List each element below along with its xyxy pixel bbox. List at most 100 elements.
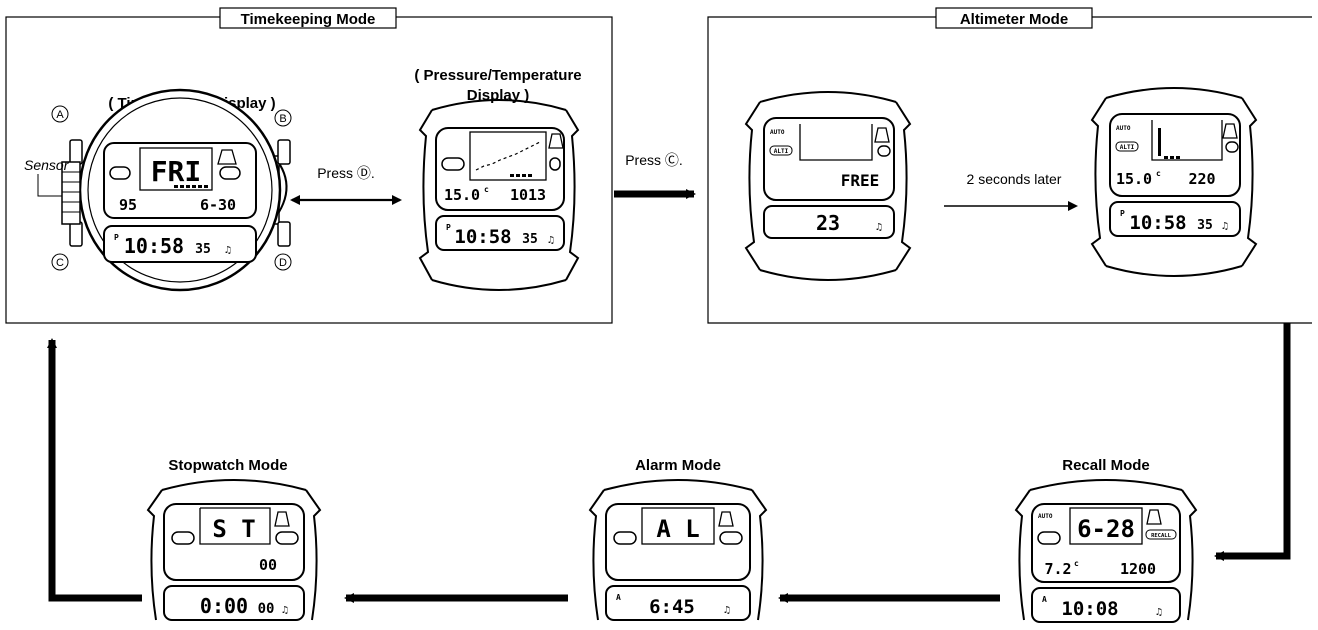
timekeeping-title-box	[219, 7, 397, 29]
year-readout: 95	[119, 196, 137, 214]
altimeter-title-box	[935, 7, 1093, 29]
alt1-graph-frame	[799, 124, 873, 161]
alt2-alti-indicator: ALTI	[1120, 144, 1135, 151]
altimeter-to-recall-arrow	[1214, 323, 1291, 561]
watch2-graph-dot-row	[510, 174, 532, 177]
sensor-label: Sensor	[24, 157, 70, 173]
alarm-right-pill	[719, 531, 743, 545]
sensor-grip	[61, 161, 81, 225]
button-b-pusher	[277, 139, 291, 165]
day-readout: FRI	[151, 155, 202, 188]
button-c-label: C	[56, 257, 64, 269]
recall-bell-icon: ♫	[1156, 607, 1162, 618]
alt2-auto-indicator: AUTO	[1116, 125, 1131, 132]
watch2-graph-frame	[469, 131, 547, 181]
button-a-pusher	[69, 139, 83, 165]
stopwatch-to-timekeeping-arrow	[47, 338, 142, 602]
recall-auto-indicator: AUTO	[1038, 513, 1053, 520]
recall-altitude-readout: 1200	[1120, 560, 1156, 578]
seconds-readout: 35	[195, 242, 211, 257]
recall-upper-lcd	[1031, 503, 1181, 583]
watch2-left-case	[418, 109, 433, 281]
timekeeping-watch: FRI 95 6-30 P 10:58 35 ♫	[61, 88, 291, 292]
pressure-readout: 1013	[510, 186, 546, 204]
alarm-triangle-icon	[718, 511, 734, 527]
alt2-lower-lcd	[1109, 201, 1241, 237]
alarm-left-pill	[613, 531, 637, 545]
recall-am-indicator: A	[1042, 595, 1047, 604]
stopwatch-lower-lcd	[163, 585, 305, 621]
watch2-upper-lcd	[435, 127, 565, 211]
alt1-upper-lcd	[763, 117, 895, 201]
alt2-temperature-readout: 15.0	[1116, 170, 1152, 188]
stopwatch-mode-title: Stopwatch Mode	[168, 457, 287, 474]
alt1-free-readout: FREE	[841, 171, 880, 190]
alt2-graph-bar	[1158, 128, 1161, 156]
recall-badge	[1145, 529, 1177, 540]
alt2-temperature-unit: c	[1156, 169, 1161, 178]
recall-temperature-readout: 7.2	[1044, 560, 1071, 578]
press-c-label: Press Ⓒ.	[625, 152, 683, 168]
recall-left-pill	[1037, 531, 1061, 545]
watch2-right-case	[565, 109, 580, 281]
watch2-left-pill	[441, 157, 465, 171]
watch2-top-bezel	[431, 99, 567, 111]
button-d-label: D	[279, 257, 287, 269]
alt2-graph-dot-row	[1164, 156, 1180, 159]
stopwatch-time-readout: 0:00	[200, 594, 248, 618]
watch2-pm-indicator: P	[446, 223, 451, 232]
alarm-top-readout: A L	[656, 515, 699, 543]
alt1-alti-indicator: ALTI	[774, 148, 789, 155]
recall-triangle-icon	[1146, 509, 1162, 525]
recall-lower-lcd	[1031, 587, 1181, 623]
alt2-bell-icon: ♫	[1222, 221, 1228, 232]
alt2-alti-box	[1115, 141, 1139, 152]
recall-temperature-unit: c	[1074, 559, 1079, 568]
graph-dot-row	[174, 185, 208, 188]
watch2-lower-lcd	[435, 215, 565, 251]
recall-time-readout: 10:08	[1061, 598, 1118, 620]
alarm-lower-lcd	[605, 585, 751, 621]
lower-lcd-window	[103, 225, 257, 263]
pm-indicator: P	[114, 233, 119, 242]
watch-case-inner	[87, 97, 273, 283]
altimeter-watch-free: AUTO ALTI FREE 23 ♫	[744, 91, 912, 281]
altimeter-mode-title: Altimeter Mode	[960, 11, 1068, 28]
alt2-upper-lcd	[1109, 113, 1241, 197]
recall-mode-group: Recall Mode AUTO RECALL 6-28 7.2 c 1200 …	[1014, 457, 1198, 623]
bell-icon: ♫	[225, 245, 231, 256]
alt1-bell-icon: ♫	[876, 222, 882, 233]
recall-mode-title: Recall Mode	[1062, 457, 1150, 474]
alt2-time-readout: 10:58	[1129, 212, 1186, 234]
stopwatch-mode-group: Stopwatch Mode S T 00 0:00 00 ♫	[146, 457, 322, 621]
graph-frame	[139, 147, 213, 191]
alarm-time-readout: 6:45	[649, 596, 695, 618]
right-indicator-pill	[219, 166, 241, 180]
watch2-triangle-icon	[548, 133, 564, 149]
triangle-icon	[217, 149, 237, 165]
alt1-right-pill	[877, 145, 891, 157]
altimeter-mode-panel: Altimeter Mode AUTO ALTI FREE 23 ♫ 2 sec…	[707, 7, 1312, 324]
stopwatch-top-readout: S T	[212, 515, 255, 543]
alt2-graph-frame	[1151, 120, 1223, 161]
date-readout: 6-30	[200, 196, 236, 214]
stopwatch-triangle-icon	[274, 511, 290, 527]
alt2-seconds-readout: 35	[1197, 218, 1213, 233]
watch2-bell-icon: ♫	[548, 235, 554, 246]
alt1-alti-box	[769, 145, 793, 156]
button-b-label: B	[279, 113, 286, 125]
alarm-graph-frame	[641, 507, 715, 545]
stopwatch-left-pill	[171, 531, 195, 545]
watch2-seconds-readout: 35	[522, 232, 538, 247]
watch2-right-pill	[549, 157, 561, 171]
alt2-right-pill	[1225, 141, 1239, 153]
alt2-triangle-icon	[1222, 123, 1238, 139]
button-c-pusher	[69, 221, 83, 247]
stopwatch-right-pill	[275, 531, 299, 545]
alarm-am-indicator: A	[616, 593, 621, 602]
recall-date-readout: 6-28	[1077, 515, 1135, 543]
stopwatch-graph-frame	[199, 507, 271, 545]
stopwatch-mid-readout: 00	[259, 556, 277, 574]
alt1-auto-indicator: AUTO	[770, 129, 785, 136]
alt2-pm-indicator: P	[1120, 209, 1125, 218]
